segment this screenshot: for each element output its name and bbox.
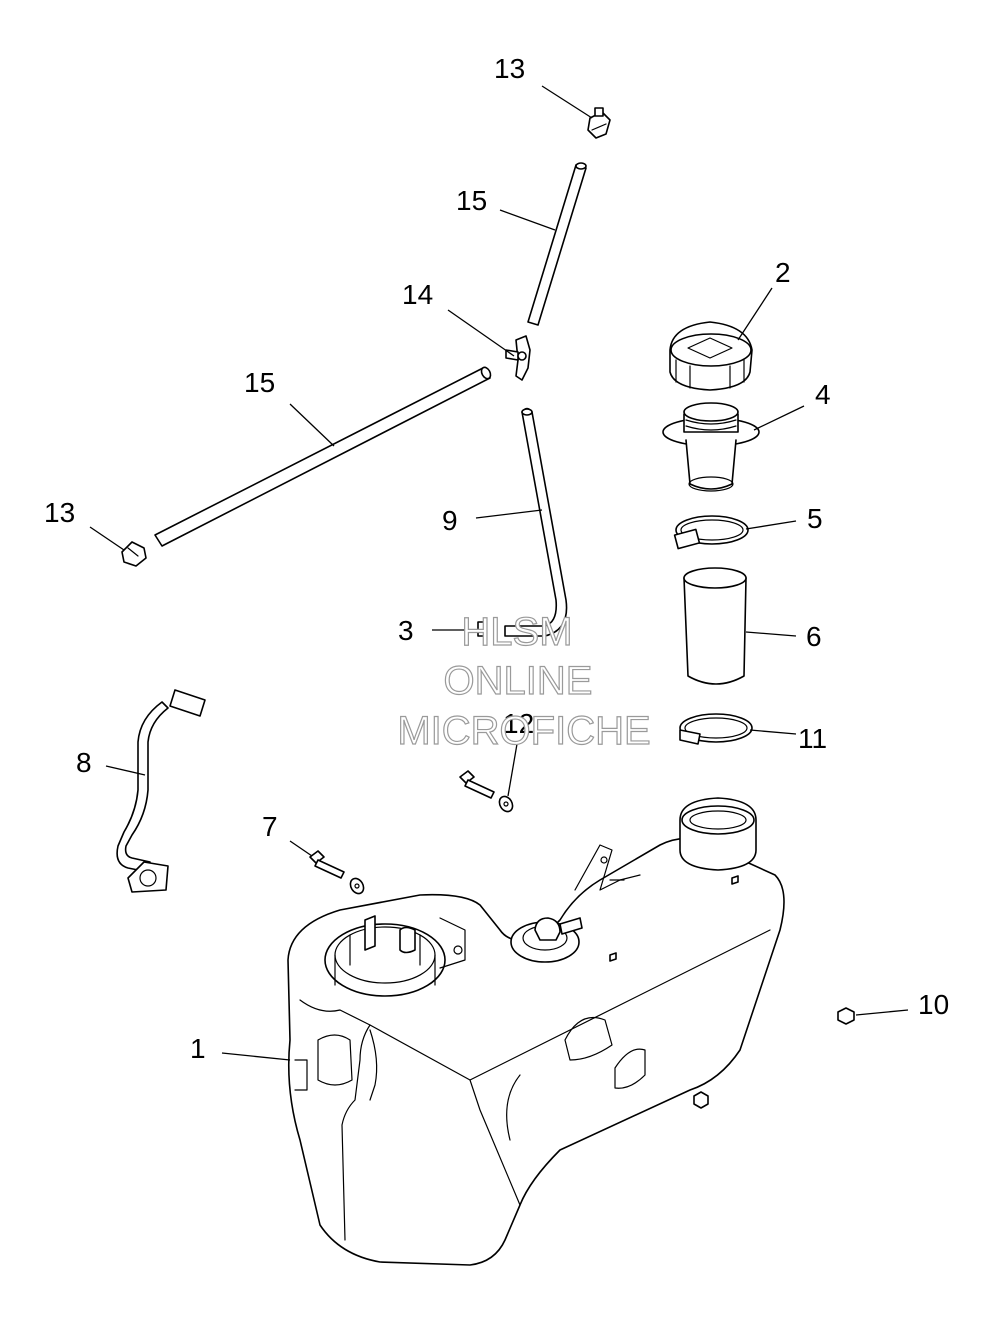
- callout-1: 1: [190, 1033, 206, 1064]
- fuel-cap: [669, 321, 753, 391]
- leader-14: [447, 309, 515, 357]
- leader-6: [745, 631, 797, 637]
- callout-13-left: 13: [44, 497, 75, 528]
- nut-10-installed: [693, 1091, 709, 1109]
- watermark-line-1: HLSM: [461, 610, 572, 654]
- fuel-line: [116, 689, 206, 893]
- leader-12: [507, 743, 518, 797]
- callout-3: 3: [398, 615, 414, 646]
- filler-hose: [683, 567, 747, 685]
- callout-9: 9: [442, 505, 458, 536]
- callout-6: 6: [806, 621, 822, 652]
- callout-8: 8: [76, 747, 92, 778]
- callout-5: 5: [807, 503, 823, 534]
- callout-12: 12: [503, 708, 534, 739]
- watermark-line-2: ONLINE: [444, 659, 593, 703]
- leader-15-upper: [499, 209, 556, 231]
- hose-clamp-lower: [679, 713, 753, 745]
- tee-fitting: [505, 335, 531, 381]
- callout-11: 11: [798, 723, 827, 754]
- leader-2: [737, 287, 773, 341]
- leader-lines: [89, 85, 909, 1061]
- callout-15-upper: 15: [456, 185, 487, 216]
- leader-9: [475, 509, 543, 519]
- fuel-tank: [287, 797, 785, 1266]
- filler-neck: [662, 402, 760, 492]
- vent-hose-long: [154, 366, 492, 547]
- vent-hose-upper: [527, 162, 587, 326]
- callout-2: 2: [775, 257, 791, 288]
- leader-13-top: [541, 85, 593, 119]
- leader-13-left: [89, 526, 125, 551]
- bolt-washer-12: [459, 770, 514, 813]
- callout-labels: 13 15 2 14 15 4 13 9 5 3 6 11 12 8 7 10 …: [44, 53, 949, 1064]
- check-valve-top: [587, 107, 611, 139]
- bolt-washer-7: [309, 850, 365, 895]
- callout-7: 7: [262, 811, 278, 842]
- leader-15-long: [289, 403, 335, 447]
- leader-7: [289, 840, 313, 857]
- nut-10: [837, 1007, 855, 1025]
- watermark-line-3: MICROFICHE: [397, 709, 650, 753]
- callout-14: 14: [402, 279, 433, 310]
- leader-11: [749, 729, 797, 735]
- leader-1: [221, 1052, 291, 1061]
- callout-15-long: 15: [244, 367, 275, 398]
- hose-clamp-upper: [673, 515, 749, 550]
- check-valve-left: [121, 541, 147, 567]
- leader-5: [745, 520, 797, 530]
- leader-8: [105, 765, 146, 776]
- hose-clip: [477, 621, 487, 637]
- leader-4: [753, 405, 805, 431]
- callout-13-top: 13: [494, 53, 525, 84]
- leader-10: [855, 1009, 909, 1016]
- callout-10: 10: [918, 989, 949, 1020]
- watermark: HLSM ONLINE MICROFICHE: [397, 609, 652, 753]
- vent-hose-bent: [504, 407, 568, 637]
- callout-4: 4: [815, 379, 831, 410]
